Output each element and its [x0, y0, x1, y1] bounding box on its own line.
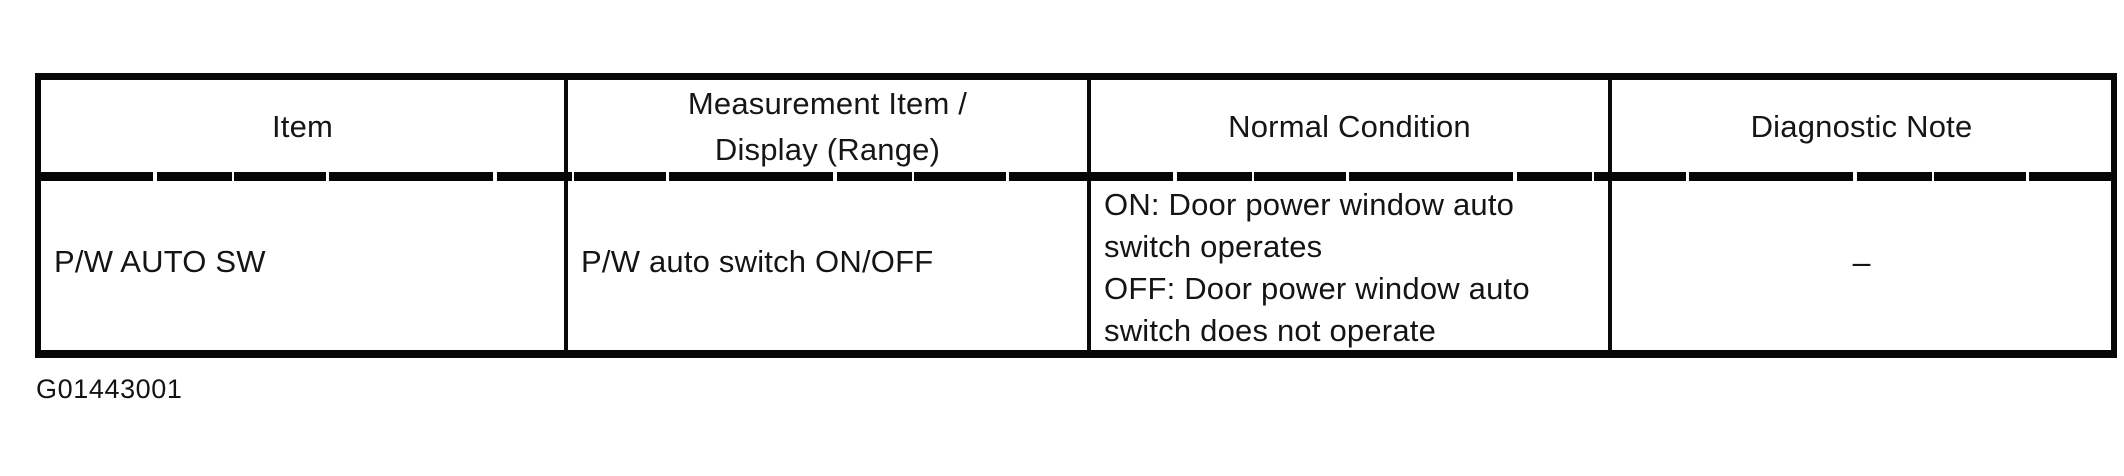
column-header-diagnostic-note: Diagnostic Note	[1608, 80, 2111, 174]
column-header-normal-condition: Normal Condition	[1087, 80, 1608, 174]
figure-id-caption: G01443001	[36, 374, 183, 404]
row-cell-normal-condition: ON: Door power window auto switch operat…	[1087, 174, 1608, 350]
row-cell-diagnostic-note: –	[1608, 174, 2111, 350]
column-header-item: Item	[271, 109, 334, 144]
row-cell-item: P/W AUTO SW	[54, 244, 266, 279]
column-header-measurement-item-display-range: Measurement Item / Display (Range)	[564, 80, 1087, 174]
row-cell-measurement-item: P/W auto switch ON/OFF	[564, 174, 1087, 350]
diagnostic-data-table: Item Measurement Item / Display (Range) …	[35, 73, 2117, 358]
